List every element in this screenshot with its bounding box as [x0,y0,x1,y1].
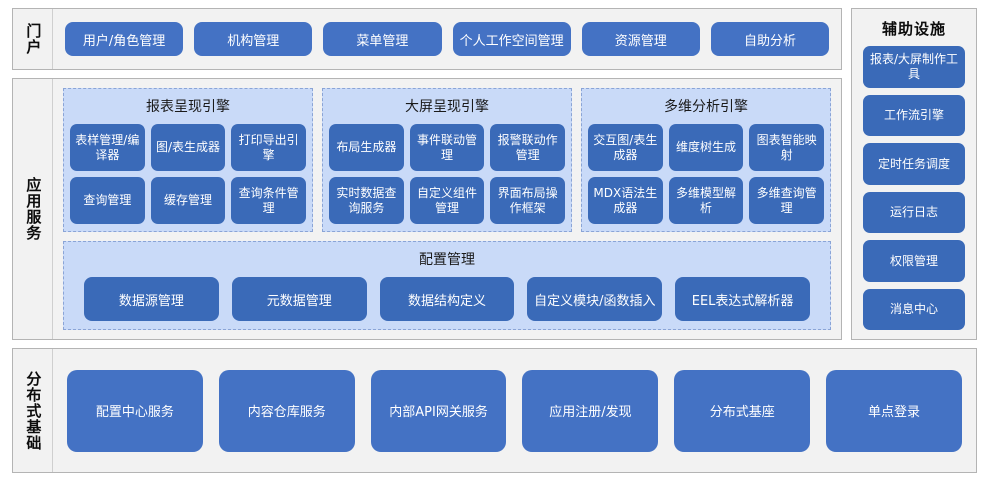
engine-item-multidimensional-query-management[interactable]: 多维查询管理 [749,177,824,224]
engines-row: 报表呈现引擎 表样管理/编译器 图/表生成器 打印导出引擎 查询管理 缓存管理 … [63,88,831,232]
engine-large-screen-rendering: 大屏呈现引擎 布局生成器 事件联动管理 报警联动作管理 实时数据查询服务 自定义… [322,88,572,232]
aux-facilities-list: 报表/大屏制作工具 工作流引擎 定时任务调度 运行日志 权限管理 消息中心 [852,46,976,339]
engine-multidimensional-analysis-grid: 交互图/表生成器 维度树生成 图表智能映射 MDX语法生成器 多维模型解析 多维… [588,124,824,224]
aux-facilities-band: 辅助设施 报表/大屏制作工具 工作流引擎 定时任务调度 运行日志 权限管理 消息… [851,8,977,340]
portal-band-label: 门户 [13,9,53,69]
engine-item-query-management[interactable]: 查询管理 [70,177,145,224]
engine-item-realtime-data-query-service[interactable]: 实时数据查询服务 [329,177,404,224]
engine-report-rendering: 报表呈现引擎 表样管理/编译器 图/表生成器 打印导出引擎 查询管理 缓存管理 … [63,88,313,232]
aux-facilities-title: 辅助设施 [881,20,946,38]
config-management-group: 配置管理 数据源管理 元数据管理 数据结构定义 自定义模块/函数插入 EEL表达… [63,241,831,330]
engine-multidimensional-analysis: 多维分析引擎 交互图/表生成器 维度树生成 图表智能映射 MDX语法生成器 多维… [581,88,831,232]
config-item-custom-module-function-insertion[interactable]: 自定义模块/函数插入 [527,277,663,321]
left-column: 门户 用户/角色管理 机构管理 菜单管理 个人工作空间管理 资源管理 自助分析 … [12,8,842,340]
aux-item-workflow-engine[interactable]: 工作流引擎 [863,94,965,136]
dist-item-internal-api-gateway-service[interactable]: 内部API网关服务 [370,369,507,452]
application-services-band-label: 应用服务 [13,79,53,339]
dist-item-config-center-service[interactable]: 配置中心服务 [67,369,203,452]
distributed-base-band: 分布式基础 配置中心服务 内容仓库服务 内部API网关服务 应用注册/发现 分布… [12,348,977,473]
engine-item-multidimensional-model-parsing[interactable]: 多维模型解析 [668,177,744,224]
engine-item-chart-table-generator[interactable]: 图/表生成器 [150,124,226,171]
portal-item-user-role-management[interactable]: 用户/角色管理 [65,22,184,56]
distributed-base-items: 配置中心服务 内容仓库服务 内部API网关服务 应用注册/发现 分布式基座 单点… [53,349,976,472]
engine-item-custom-component-management[interactable]: 自定义组件管理 [409,177,485,224]
dist-item-distributed-foundation[interactable]: 分布式基座 [674,369,811,452]
dist-item-app-registration-discovery[interactable]: 应用注册/发现 [522,369,659,452]
engine-large-screen-rendering-grid: 布局生成器 事件联动管理 报警联动作管理 实时数据查询服务 自定义组件管理 界面… [329,124,565,224]
engine-multidimensional-analysis-title: 多维分析引擎 [664,99,748,115]
dist-item-content-repository-service[interactable]: 内容仓库服务 [218,369,355,452]
config-item-eel-expression-parser[interactable]: EEL表达式解析器 [675,277,810,321]
application-services-content: 报表呈现引擎 表样管理/编译器 图/表生成器 打印导出引擎 查询管理 缓存管理 … [53,79,841,339]
engine-item-event-linkage-management[interactable]: 事件联动管理 [409,124,485,171]
engine-item-cache-management[interactable]: 缓存管理 [150,177,226,224]
dist-item-single-sign-on[interactable]: 单点登录 [826,369,962,452]
config-item-metadata-management[interactable]: 元数据管理 [231,277,367,321]
engine-large-screen-rendering-title: 大屏呈现引擎 [405,99,489,115]
config-item-data-structure-definition[interactable]: 数据结构定义 [379,277,515,321]
aux-item-permission-management[interactable]: 权限管理 [863,240,965,282]
config-management-items: 数据源管理 元数据管理 数据结构定义 自定义模块/函数插入 EEL表达式解析器 [72,277,822,321]
engine-item-mdx-syntax-generator[interactable]: MDX语法生成器 [588,177,663,224]
aux-item-report-dashboard-authoring-tool[interactable]: 报表/大屏制作工具 [863,46,965,88]
engine-report-rendering-grid: 表样管理/编译器 图/表生成器 打印导出引擎 查询管理 缓存管理 查询条件管理 [70,124,306,224]
portal-band: 门户 用户/角色管理 机构管理 菜单管理 个人工作空间管理 资源管理 自助分析 [12,8,842,70]
engine-item-ui-layout-operation-framework[interactable]: 界面布局操作框架 [490,177,565,224]
config-item-datasource-management[interactable]: 数据源管理 [84,277,219,321]
upper-region: 门户 用户/角色管理 机构管理 菜单管理 个人工作空间管理 资源管理 自助分析 … [12,8,977,340]
portal-item-menu-management[interactable]: 菜单管理 [323,22,442,56]
engine-item-interactive-chart-table-generator[interactable]: 交互图/表生成器 [588,124,663,171]
portal-item-resource-management[interactable]: 资源管理 [581,22,700,56]
aux-item-scheduled-task-scheduling[interactable]: 定时任务调度 [863,143,965,185]
config-management-title: 配置管理 [419,252,475,268]
engine-item-dimension-tree-generation[interactable]: 维度树生成 [668,124,744,171]
engine-item-print-export-engine[interactable]: 打印导出引擎 [231,124,306,171]
aux-item-message-center[interactable]: 消息中心 [863,288,965,330]
engine-report-rendering-title: 报表呈现引擎 [146,99,230,115]
engine-item-chart-smart-mapping[interactable]: 图表智能映射 [749,124,824,171]
distributed-base-band-label: 分布式基础 [13,349,53,472]
aux-item-runtime-log[interactable]: 运行日志 [863,191,965,233]
portal-item-self-service-analysis[interactable]: 自助分析 [710,22,830,56]
application-services-band: 应用服务 报表呈现引擎 表样管理/编译器 图/表生成器 打印导出引擎 查询管理 … [12,78,842,340]
engine-item-layout-generator[interactable]: 布局生成器 [329,124,404,171]
portal-items-container: 用户/角色管理 机构管理 菜单管理 个人工作空间管理 资源管理 自助分析 [53,9,841,69]
engine-item-query-condition-management[interactable]: 查询条件管理 [231,177,306,224]
portal-item-personal-workspace-management[interactable]: 个人工作空间管理 [452,22,571,56]
engine-item-template-management-compiler[interactable]: 表样管理/编译器 [70,124,145,171]
engine-item-alarm-linkage-action-management[interactable]: 报警联动作管理 [490,124,565,171]
portal-item-org-management[interactable]: 机构管理 [194,22,313,56]
